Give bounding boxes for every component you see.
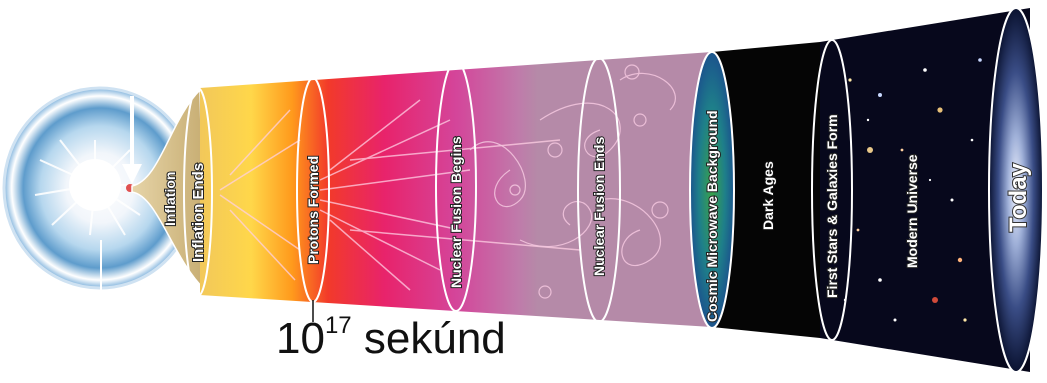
today-galaxy-disc	[988, 7, 1044, 373]
ring-inflation-ends	[183, 87, 213, 297]
early-universe-cone	[200, 52, 712, 327]
label-cosmic-microwave-background: Cosmic Microwave Background	[704, 110, 720, 322]
ring-nuclear-fusion-ends	[577, 57, 621, 323]
cmb-disc	[689, 51, 735, 329]
label-today: Today	[1005, 162, 1032, 232]
ring-nuclear-fusion-begins	[435, 60, 477, 312]
galaxy-specks	[843, 58, 982, 322]
label-nuclear-fusion-begins: Nuclear Fusion Begins	[448, 136, 464, 288]
epoch-rings	[183, 39, 853, 341]
label-first-stars: First Stars & Galaxies Form	[824, 114, 840, 298]
time-exponent: 17	[324, 312, 352, 339]
time-label: 1017 sekúnd	[276, 314, 506, 363]
time-base: 10	[276, 314, 325, 363]
label-modern-universe: Modern Universe	[904, 154, 920, 268]
dark-ages-band	[712, 42, 820, 338]
ring-dark-ages-end	[811, 39, 853, 341]
label-protons-formed: Protons Formed	[305, 156, 321, 264]
modern-universe-band	[820, 8, 1030, 372]
fusion-trails	[469, 64, 676, 299]
origin-arrow	[122, 96, 142, 192]
label-dark-ages: Dark Ages	[760, 161, 776, 230]
label-inflation-ends: Inflation Ends	[190, 163, 207, 262]
particle-streaks	[219, 99, 581, 291]
label-inflation: Inflation	[162, 172, 178, 226]
label-nuclear-fusion-ends: Nuclear Fusion Ends	[591, 137, 607, 276]
inflation-sphere	[2, 86, 198, 290]
time-unit: sekúnd	[363, 314, 506, 363]
